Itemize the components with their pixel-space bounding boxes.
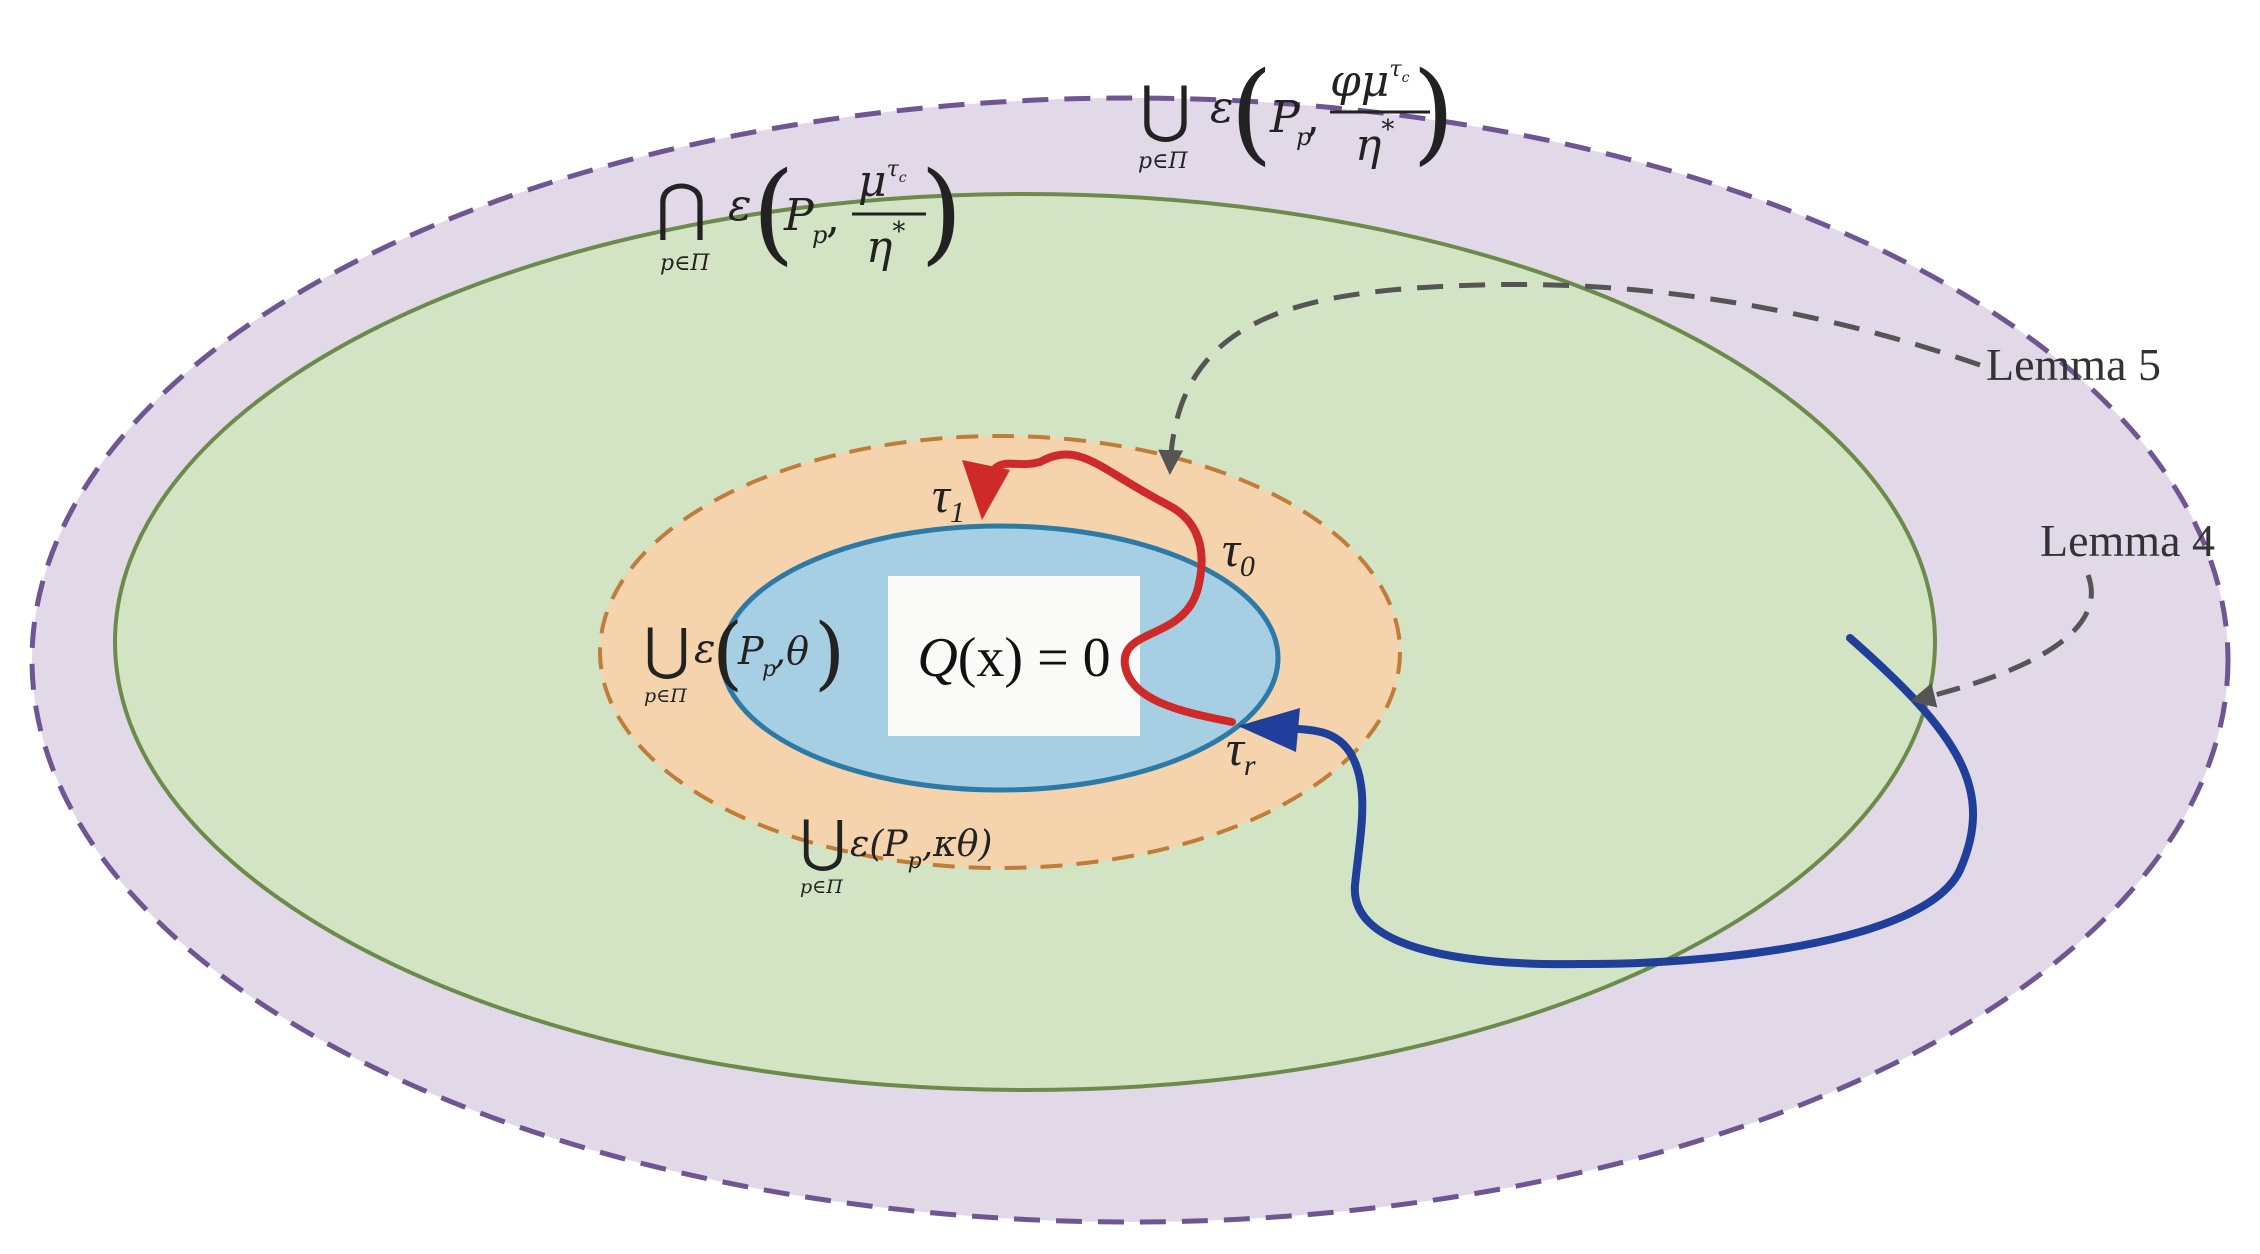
core-box [888, 576, 1140, 736]
svg-text:⋃: ⋃ [1140, 72, 1191, 145]
tau1-label: τ1 [932, 467, 965, 529]
svg-text:p: p [762, 657, 776, 682]
core-label: Q(x) = 0 [917, 627, 1110, 689]
lemma4-connector [1910, 574, 2094, 708]
svg-text:p: p [1296, 123, 1311, 151]
svg-text:p∈Π: p∈Π [1138, 149, 1188, 174]
red-trajectory [978, 450, 1236, 726]
lemma4-label: Lemma 4 [2040, 515, 2215, 566]
blue-trajectory [1258, 634, 1977, 969]
svg-text:⋂: ⋂ [656, 170, 707, 243]
svg-text:,: , [826, 192, 840, 243]
svg-text:p∈Π: p∈Π [800, 876, 843, 898]
outer-union-formula: ⋃ p∈Π ε ( P p , φμτc η* ) [1138, 48, 1455, 176]
svg-text:ε: ε [728, 180, 752, 231]
svg-text:ε: ε [1210, 82, 1234, 133]
svg-text:η*: η* [866, 217, 905, 273]
svg-text:,: , [1306, 92, 1320, 143]
svg-text:): ) [920, 148, 963, 276]
svg-text:ε: ε [694, 626, 715, 672]
svg-text:P: P [783, 190, 815, 241]
svg-text:(: ( [1230, 48, 1273, 176]
taur-label: τr [1226, 720, 1256, 782]
svg-text:μτc: μτc [858, 156, 907, 207]
core-label-rest: (x) = 0 [958, 627, 1111, 689]
svg-text:(: ( [752, 148, 795, 276]
svg-text:p: p [812, 221, 827, 249]
blue-arrowhead [1238, 708, 1300, 752]
svg-text:η*: η* [1355, 115, 1394, 171]
svg-text:ε(Pp,κθ): ε(Pp,κθ) [850, 824, 992, 874]
svg-text:⋃: ⋃ [800, 809, 846, 874]
svg-text:): ) [814, 606, 845, 699]
lemma5-connector [1158, 281, 1981, 475]
svg-text:⋃: ⋃ [644, 617, 690, 682]
svg-text:): ) [1412, 48, 1455, 176]
svg-text:P: P [1269, 92, 1301, 143]
tau0-label: τ0 [1222, 521, 1255, 583]
svg-text:p∈Π: p∈Π [660, 251, 710, 276]
lemma5-label: Lemma 5 [1986, 339, 2161, 390]
kappa-theta-union-formula: ⋃ p∈Π ε(Pp,κθ) [800, 809, 992, 898]
green-intersection-formula: ⋂ p∈Π ε ( P p , μτc η* ) [656, 148, 963, 276]
red-arrowhead [962, 460, 1010, 520]
svg-text:p∈Π: p∈Π [644, 685, 687, 707]
svg-text:φμτc: φμτc [1330, 56, 1410, 107]
theta-union-formula: ⋃ p∈Π ε ( P p ,θ ) [644, 606, 845, 707]
svg-text:,θ: ,θ [774, 629, 809, 673]
svg-text:(: ( [712, 606, 743, 699]
svg-text:P: P [737, 629, 765, 673]
